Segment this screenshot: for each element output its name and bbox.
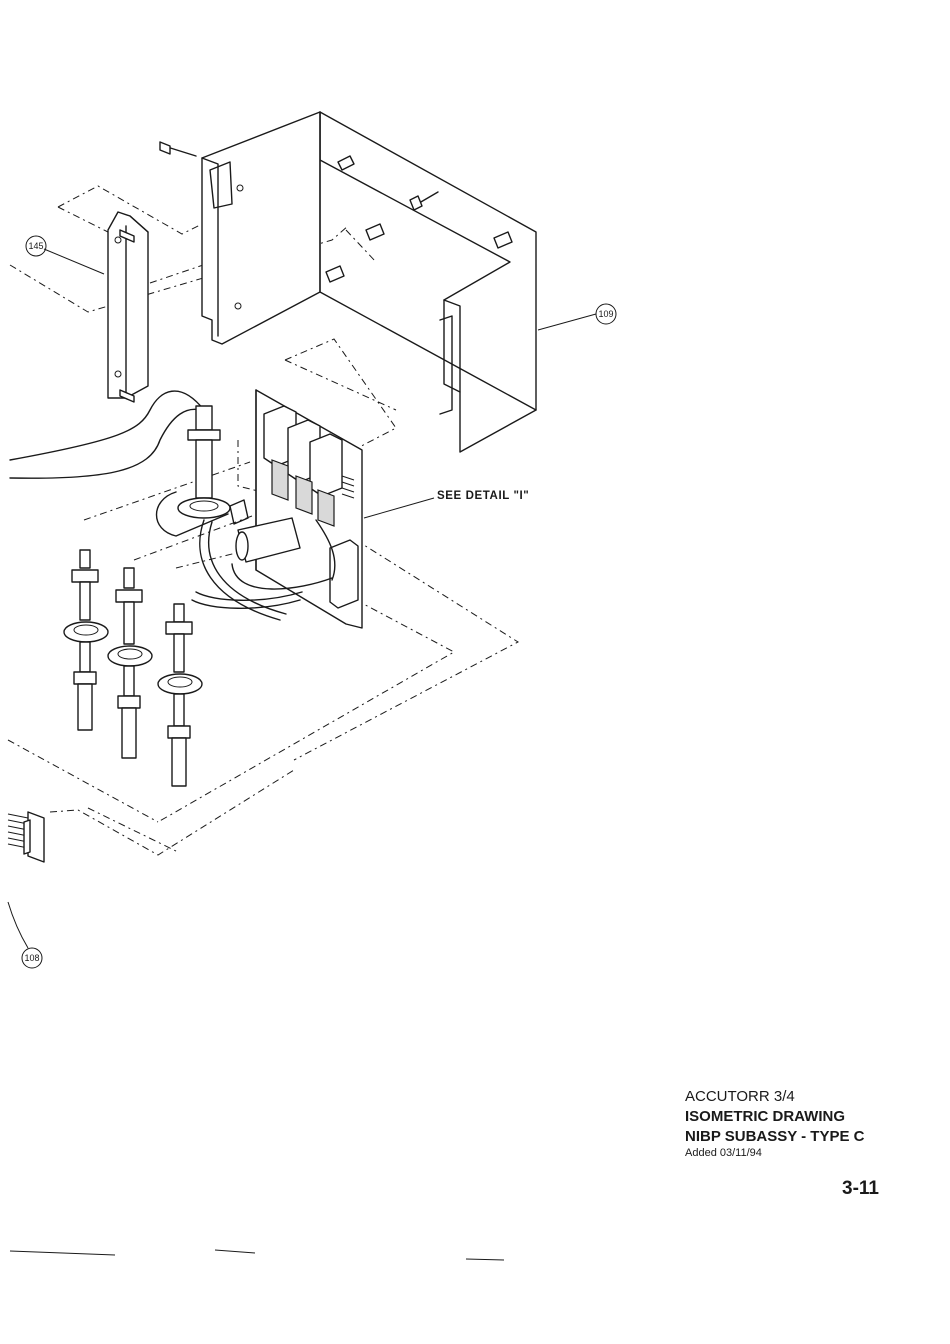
product-name: ACCUTORR 3/4 [685, 1087, 925, 1107]
drawing-type: ISOMETRIC DRAWING [685, 1107, 925, 1127]
leader-108 [8, 902, 28, 948]
cable-connector-108 [8, 812, 44, 862]
housing-109 [160, 112, 536, 452]
mounting-bracket-145 [108, 212, 148, 402]
manifold-fitting-3 [158, 604, 202, 786]
leader-145 [44, 249, 104, 274]
title-block: ACCUTORR 3/4 ISOMETRIC DRAWING NIBP SUBA… [685, 1087, 925, 1160]
callout-108: 108 [21, 953, 43, 963]
see-detail-note: SEE DETAIL "I" [437, 490, 529, 502]
manifold-fitting-2 [108, 568, 152, 758]
tube-fitting-top [10, 391, 230, 518]
added-date: Added 03/11/94 [685, 1147, 925, 1160]
leader-detail-i [364, 498, 434, 518]
manifold-fitting-1 [64, 550, 108, 730]
page-number: 3-11 [842, 1178, 879, 1200]
leader-109 [538, 314, 596, 330]
scan-streaks [10, 1250, 504, 1260]
callout-109: 109 [595, 309, 617, 319]
assembly-name: NIBP SUBASSY - TYPE C [685, 1127, 925, 1147]
callout-145: 145 [25, 241, 47, 251]
